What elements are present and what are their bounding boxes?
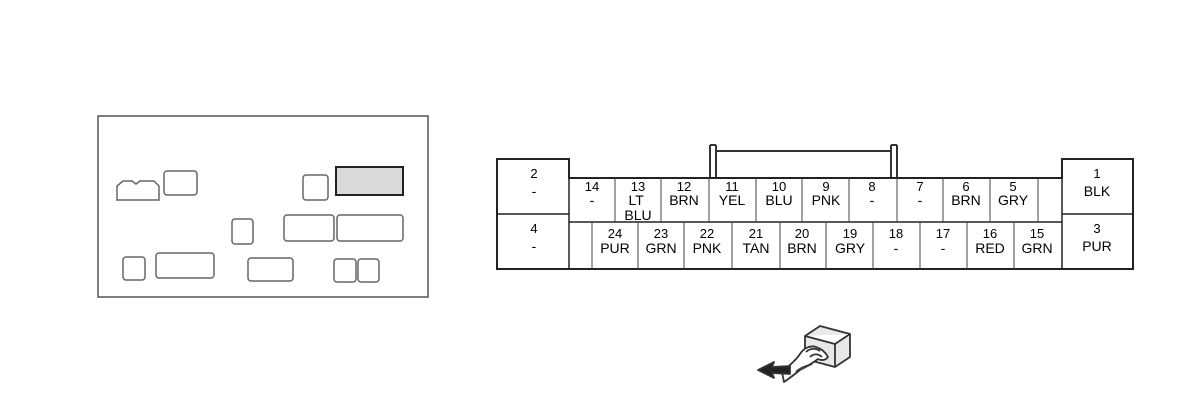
- pin-wire-color: PUR: [600, 240, 630, 256]
- cavity-pin-21: 21 TAN: [743, 226, 770, 256]
- pin-number: 11: [725, 179, 739, 194]
- pin-wire-color: -: [941, 240, 946, 256]
- locator-socket-notched: [116, 180, 160, 201]
- large-cavity-pin-1: 1 BLK: [1084, 166, 1111, 199]
- pin-number: 21: [749, 226, 763, 241]
- pin-wire-color: PNK: [693, 240, 722, 256]
- pin-wire-color: PNK: [812, 192, 841, 208]
- connector-locator-panel: [97, 115, 429, 298]
- pin-wire-color: -: [590, 192, 595, 208]
- pin-wire-color: BLK: [1084, 183, 1111, 199]
- locator-socket: [122, 256, 146, 281]
- locator-socket: [283, 214, 335, 242]
- cavity-pin-11: 11 YEL: [719, 179, 746, 208]
- pin-wire-color: GRN: [1021, 240, 1052, 256]
- pin-number: 6: [962, 179, 969, 194]
- locator-socket: [336, 214, 404, 242]
- connector-outline: [496, 158, 1134, 270]
- pin-number: 14: [585, 179, 599, 194]
- pin-number: 22: [700, 226, 714, 241]
- pin-number: 17: [936, 226, 950, 241]
- locator-socket: [302, 174, 329, 201]
- cavity-pin-7: 7 -: [916, 179, 923, 208]
- cavity-pin-23: 23 GRN: [645, 226, 676, 256]
- pin-wire-color: LT BLU: [624, 192, 651, 223]
- pin-wire-color: TAN: [743, 240, 770, 256]
- pin-wire-color: -: [894, 240, 899, 256]
- pin-wire-color: -: [870, 192, 875, 208]
- cavity-pin-16: 16 RED: [975, 226, 1005, 256]
- locator-socket: [357, 258, 380, 283]
- pin-number: 1: [1093, 166, 1100, 181]
- pin-number: 5: [1009, 179, 1016, 194]
- large-cavity-pin-4: 4 -: [530, 221, 537, 254]
- cavity-dividers: [591, 178, 1039, 269]
- locator-socket: [247, 257, 294, 282]
- pin-wire-color: YEL: [719, 192, 746, 208]
- connector-face: 2 - 4 - 1 BLK 3 PUR 14 - 13 LT BLU 12: [496, 144, 1134, 270]
- pin-number: 2: [530, 166, 537, 181]
- pin-number: 12: [677, 179, 691, 194]
- cavity-pin-15: 15 GRN: [1021, 226, 1052, 256]
- pin-number: 13: [631, 179, 645, 194]
- locator-highlighted-connector: [335, 166, 404, 196]
- pin-wire-color: BRN: [669, 192, 699, 208]
- cavity-pin-5: 5 GRY: [998, 179, 1029, 208]
- pin-wire-color: RED: [975, 240, 1005, 256]
- cavity-pin-8: 8 -: [868, 179, 875, 208]
- cavity-pin-12: 12 BRN: [669, 179, 699, 208]
- cavity-pin-18: 18 -: [889, 226, 903, 256]
- large-cavity-pin-2: 2 -: [530, 166, 537, 199]
- cavity-pin-13: 13 LT BLU: [624, 179, 651, 223]
- pin-number: 18: [889, 226, 903, 241]
- cavity-pin-10: 10 BLU: [765, 179, 792, 208]
- pin-wire-color: GRY: [998, 192, 1029, 208]
- pin-number: 24: [608, 226, 622, 241]
- pin-number: 16: [983, 226, 997, 241]
- pin-number: 9: [822, 179, 829, 194]
- cavity-pin-20: 20 BRN: [787, 226, 817, 256]
- pin-wire-color: GRY: [835, 240, 866, 256]
- cavity-pin-6: 6 BRN: [951, 179, 981, 208]
- locator-socket: [163, 170, 198, 196]
- pin-wire-color: GRN: [645, 240, 676, 256]
- cavity-pin-17: 17 -: [936, 226, 950, 256]
- large-cavity-pin-3: 3 PUR: [1082, 221, 1112, 254]
- cavity-pin-24: 24 PUR: [600, 226, 630, 256]
- pin-number: 19: [843, 226, 857, 241]
- cavity-pin-14: 14 -: [585, 179, 599, 208]
- cavity-pin-22: 22 PNK: [693, 226, 722, 256]
- hand-pushing-connector-icon: [757, 325, 851, 383]
- locator-socket: [155, 252, 215, 279]
- pin-wire-color: PUR: [1082, 238, 1112, 254]
- pin-number: 15: [1030, 226, 1044, 241]
- pin-number: 23: [654, 226, 668, 241]
- cavity-pin-19: 19 GRY: [835, 226, 866, 256]
- pin-wire-color: BRN: [951, 192, 981, 208]
- pin-wire-color: BLU: [765, 192, 792, 208]
- pin-wire-color: -: [918, 192, 923, 208]
- locator-socket: [231, 218, 254, 245]
- pin-number: 10: [772, 179, 786, 194]
- locator-socket: [333, 258, 357, 283]
- pin-wire-color: -: [532, 238, 537, 254]
- connector-latch: [709, 144, 898, 178]
- pin-number: 7: [916, 179, 923, 194]
- pin-wire-color: -: [532, 183, 537, 199]
- pin-number: 20: [795, 226, 809, 241]
- pin-number: 3: [1093, 221, 1100, 236]
- pin-wire-color: BRN: [787, 240, 817, 256]
- pin-number: 4: [530, 221, 537, 236]
- pin-number: 8: [868, 179, 875, 194]
- cavity-pin-9: 9 PNK: [812, 179, 841, 208]
